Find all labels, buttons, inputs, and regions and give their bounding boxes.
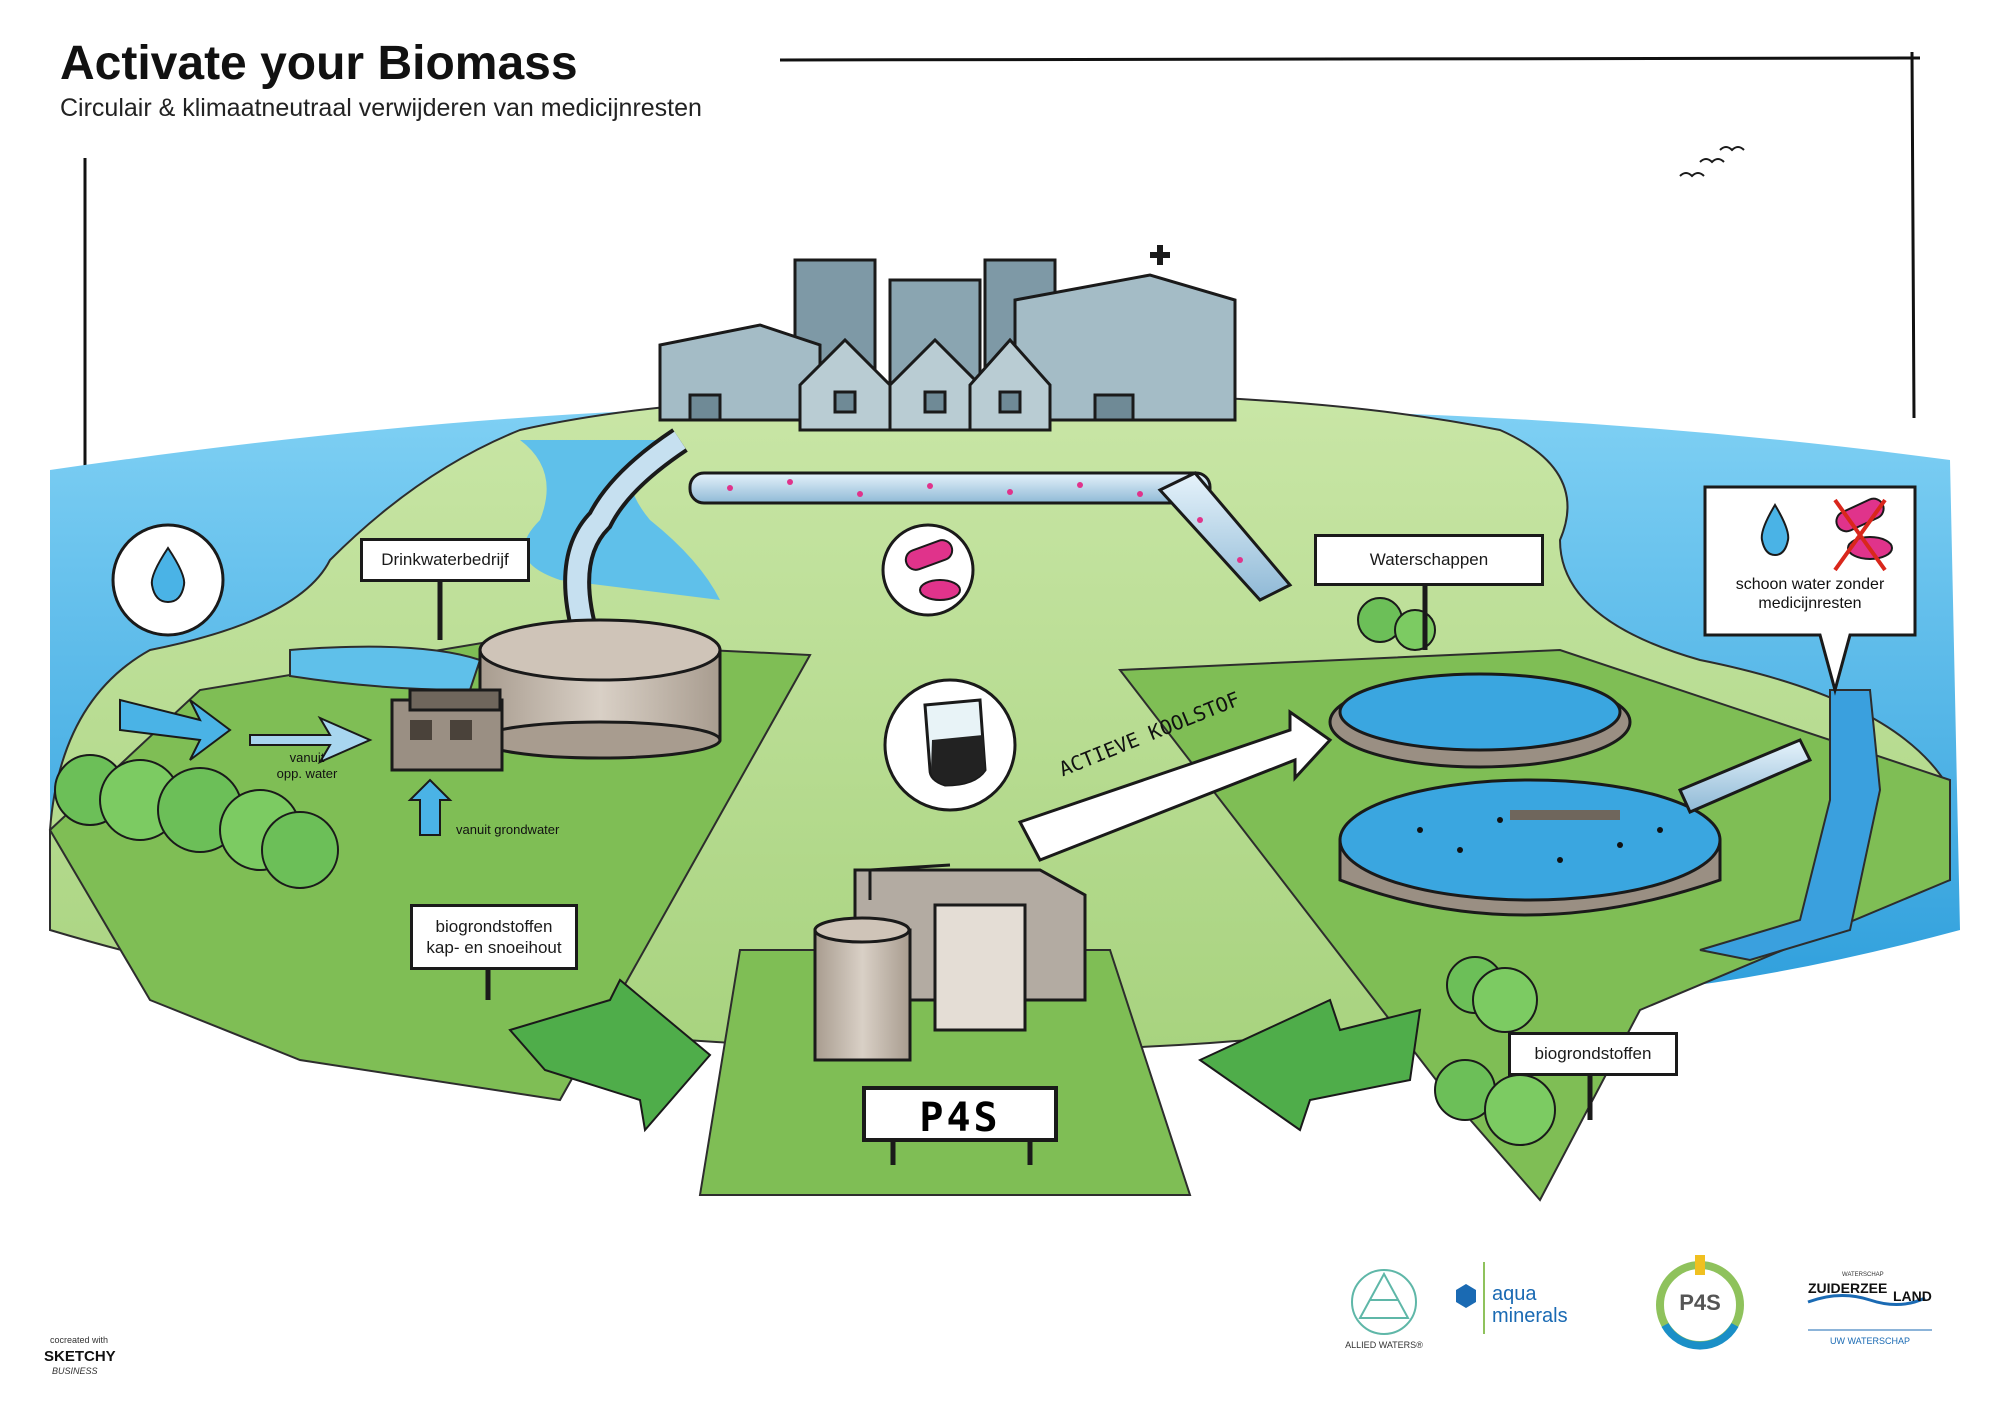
allied-waters-text: ALLIED WATERS® [1345,1340,1423,1350]
aqua-minerals-logo [1456,1262,1485,1334]
frame-line-top [83,51,1921,470]
aqua-text: aqua [1492,1283,1537,1305]
groundwater-arrow [407,778,453,836]
crossed-pill-icon [1833,497,1893,572]
credit-business: BUSINESS [52,1366,98,1376]
page-subtitle: Circulair & klimaatneutraal verwijderen … [60,94,702,122]
drinkwater-tank [478,618,722,760]
land-text: LAND [1893,1288,1932,1304]
trees-left [54,754,339,889]
zuiderzee-text: ZUIDERZEE [1808,1280,1888,1296]
koolstof-arrow [1017,709,1333,862]
water-drop-icon [111,523,225,637]
sign-posts [437,580,1593,1165]
pump-house [390,688,504,772]
minerals-text: minerals [1492,1305,1568,1327]
credit-line1: cocreated with [50,1335,109,1345]
label-clean-water: schoon water zonder medicijnresten [1735,576,1885,613]
beaker-icon [883,678,1017,812]
inflow-pipe [249,715,373,765]
biomass-arrow-right [1198,998,1422,1132]
uw-waterschap-text: UW WATERSCHAP [1830,1336,1910,1346]
label-biogrondstoffen-left: biogrondstoffen kap- en snoeihout [410,904,578,970]
water-drop-icon-clean [1760,503,1790,557]
label-p4s: P4S [862,1086,1058,1142]
city [658,258,1237,432]
label-vanuit-grondwater: vanuit grondwater [456,822,560,837]
outflow-pipe [1677,738,1813,814]
birds-icon [1679,146,1745,178]
label-vanuit-opp-water: vanuit opp. water [276,750,338,781]
right-stream [1699,689,1882,962]
label-waterschappen: Waterschappen [1314,534,1544,586]
zuiderzeeland-logo [1807,1293,1932,1331]
label-biogrondstoffen-right: biogrondstoffen [1508,1032,1678,1076]
sewer-pipe [688,471,1212,505]
p4s-logo-text: P4S [1679,1290,1721,1315]
credit-sketchy: SKETCHY [44,1348,116,1365]
page-title: Activate your Biomass [60,37,578,90]
label-drinkwaterbedrijf: Drinkwaterbedrijf [360,538,530,582]
zuiderzee-small-text: WATERSCHAP [1842,1272,1884,1278]
clean-water-callout [1703,485,1917,696]
p4s-logo [1656,1255,1744,1350]
p4s-plant [813,863,1087,1062]
medicine-dots [727,479,1243,563]
treatment-basin-top [1328,672,1632,769]
inflow-arrow [119,698,232,761]
sludge-dots [1417,817,1663,863]
treatment-basin-bottom [1338,778,1722,917]
plus-icon [1150,245,1170,265]
allied-waters-logo [1351,1269,1417,1335]
pill-icon [881,523,975,617]
sewer-pipe-down [1157,471,1293,602]
biomass-arrow-left [508,978,712,1133]
